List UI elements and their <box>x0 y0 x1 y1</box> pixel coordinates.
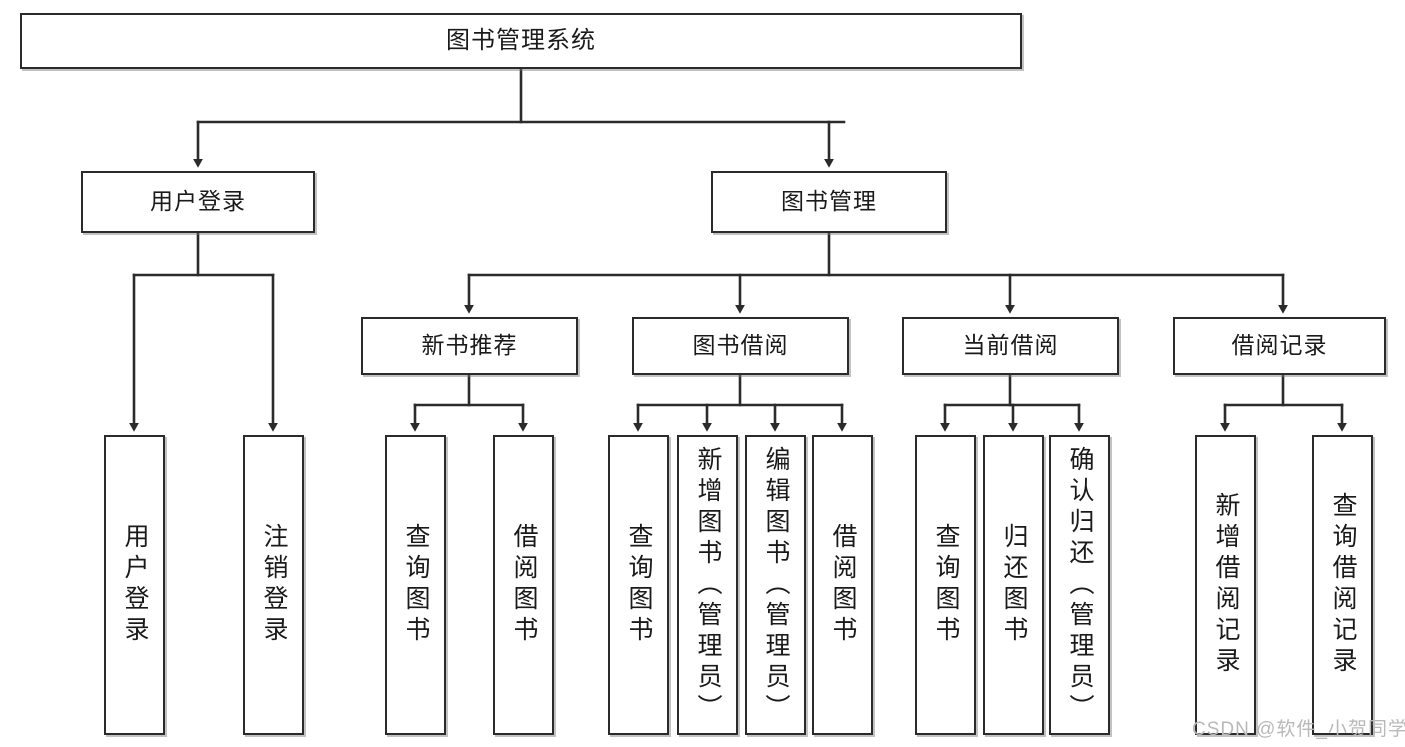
leaf-confirm-return-admin[interactable]: 确认归还（管理员） <box>1049 435 1110 735</box>
leaf-edit-book-admin[interactable]: 编辑图书（管理员） <box>745 435 806 735</box>
node-label: 注销登录 <box>260 523 288 647</box>
node-borrow-record[interactable]: 借阅记录 <box>1173 317 1386 375</box>
node-label: 新书推荐 <box>421 332 518 359</box>
node-label: 查询借阅记录 <box>1329 492 1357 678</box>
node-book-management[interactable]: 图书管理 <box>711 171 947 233</box>
node-label: 查询图书 <box>625 523 653 647</box>
node-root-book-management-system[interactable]: 图书管理系统 <box>20 13 1022 69</box>
node-label: 新增图书（管理员） <box>694 445 722 725</box>
node-label: 图书借阅 <box>692 332 789 359</box>
leaf-logout[interactable]: 注销登录 <box>243 435 304 735</box>
leaf-add-borrow-record[interactable]: 新增借阅记录 <box>1195 435 1256 735</box>
node-label: 确认归还（管理员） <box>1066 445 1094 725</box>
node-label: 新增借阅记录 <box>1212 492 1240 678</box>
node-new-book-recommend[interactable]: 新书推荐 <box>361 317 578 375</box>
node-label: 借阅图书 <box>829 523 857 647</box>
leaf-add-book-admin[interactable]: 新增图书（管理员） <box>677 435 738 735</box>
leaf-query-book-current[interactable]: 查询图书 <box>915 435 976 735</box>
node-label: 编辑图书（管理员） <box>762 445 790 725</box>
node-label: 查询图书 <box>932 523 960 647</box>
leaf-return-book[interactable]: 归还图书 <box>983 435 1044 735</box>
leaf-user-login[interactable]: 用户登录 <box>104 435 165 735</box>
csdn-watermark: CSDN @软件_小贺同学 <box>1192 719 1405 740</box>
node-label: 用户登录 <box>121 523 149 647</box>
node-current-borrow[interactable]: 当前借阅 <box>902 317 1119 375</box>
node-label: 图书管理系统 <box>446 26 596 54</box>
node-label: 用户登录 <box>150 188 246 215</box>
leaf-query-borrow-record[interactable]: 查询借阅记录 <box>1312 435 1373 735</box>
node-book-borrow[interactable]: 图书借阅 <box>632 317 849 375</box>
leaf-query-book-recommend[interactable]: 查询图书 <box>385 435 446 735</box>
node-label: 归还图书 <box>1000 523 1028 647</box>
leaf-borrow-book[interactable]: 借阅图书 <box>812 435 873 735</box>
node-label: 借阅图书 <box>510 523 538 647</box>
node-label: 查询图书 <box>402 523 430 647</box>
node-label: 图书管理 <box>781 188 877 215</box>
leaf-query-book-borrow[interactable]: 查询图书 <box>608 435 669 735</box>
node-user-login[interactable]: 用户登录 <box>81 171 315 233</box>
node-label: 当前借阅 <box>962 332 1059 359</box>
leaf-borrow-book-recommend[interactable]: 借阅图书 <box>493 435 554 735</box>
node-label: 借阅记录 <box>1231 332 1328 359</box>
